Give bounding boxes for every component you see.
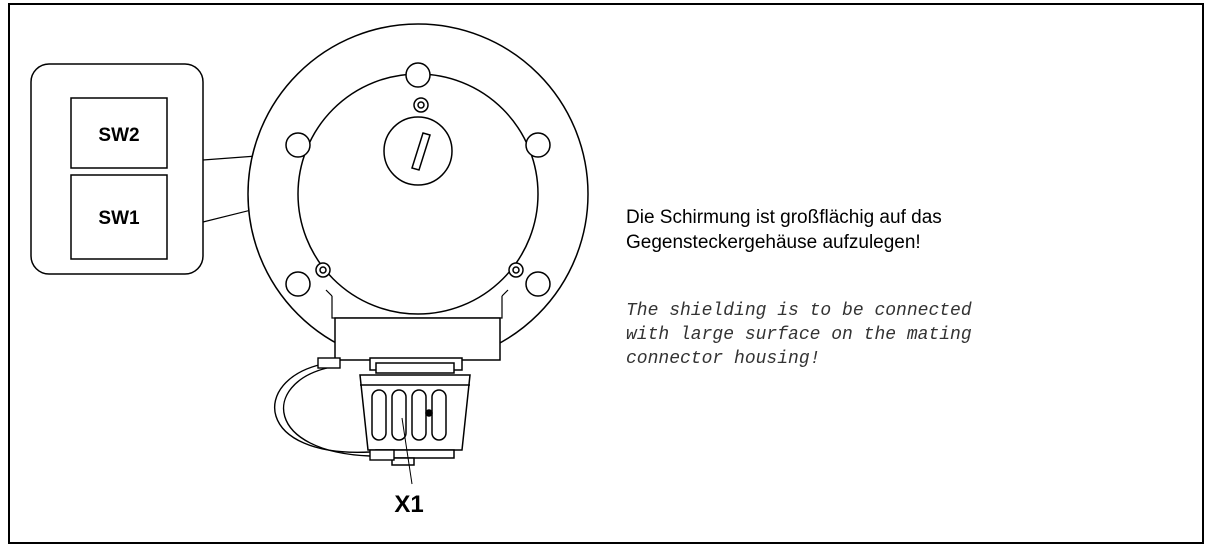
sw1-label: SW1 bbox=[98, 208, 140, 229]
x1-label: X1 bbox=[394, 491, 423, 518]
flange bbox=[247, 23, 589, 365]
english-note-line: connector housing! bbox=[626, 349, 821, 369]
shielding-note-german: Die Schirmung ist großflächig auf das Ge… bbox=[626, 205, 1046, 255]
german-note-line: Gegensteckergehäuse aufzulegen! bbox=[626, 232, 921, 253]
rotary-switch bbox=[383, 116, 453, 186]
english-note-line: with large surface on the mating bbox=[626, 325, 972, 345]
switch-callout: SW2 SW1 bbox=[30, 63, 204, 275]
sw2-label: SW2 bbox=[98, 125, 139, 146]
english-note-line: The shielding is to be connected bbox=[626, 301, 972, 321]
diagram-frame bbox=[8, 3, 1204, 544]
housing-neck bbox=[334, 317, 501, 361]
sw1-box bbox=[70, 174, 168, 260]
x1-leader bbox=[401, 417, 413, 485]
sw2-box bbox=[70, 97, 168, 169]
connector-x1 bbox=[359, 357, 471, 466]
cap-cable bbox=[274, 357, 395, 461]
german-note-line: Die Schirmung ist großflächig auf das bbox=[626, 207, 942, 228]
shielding-note-english: The shielding is to be connected with la… bbox=[626, 299, 1186, 371]
screws bbox=[315, 97, 524, 278]
